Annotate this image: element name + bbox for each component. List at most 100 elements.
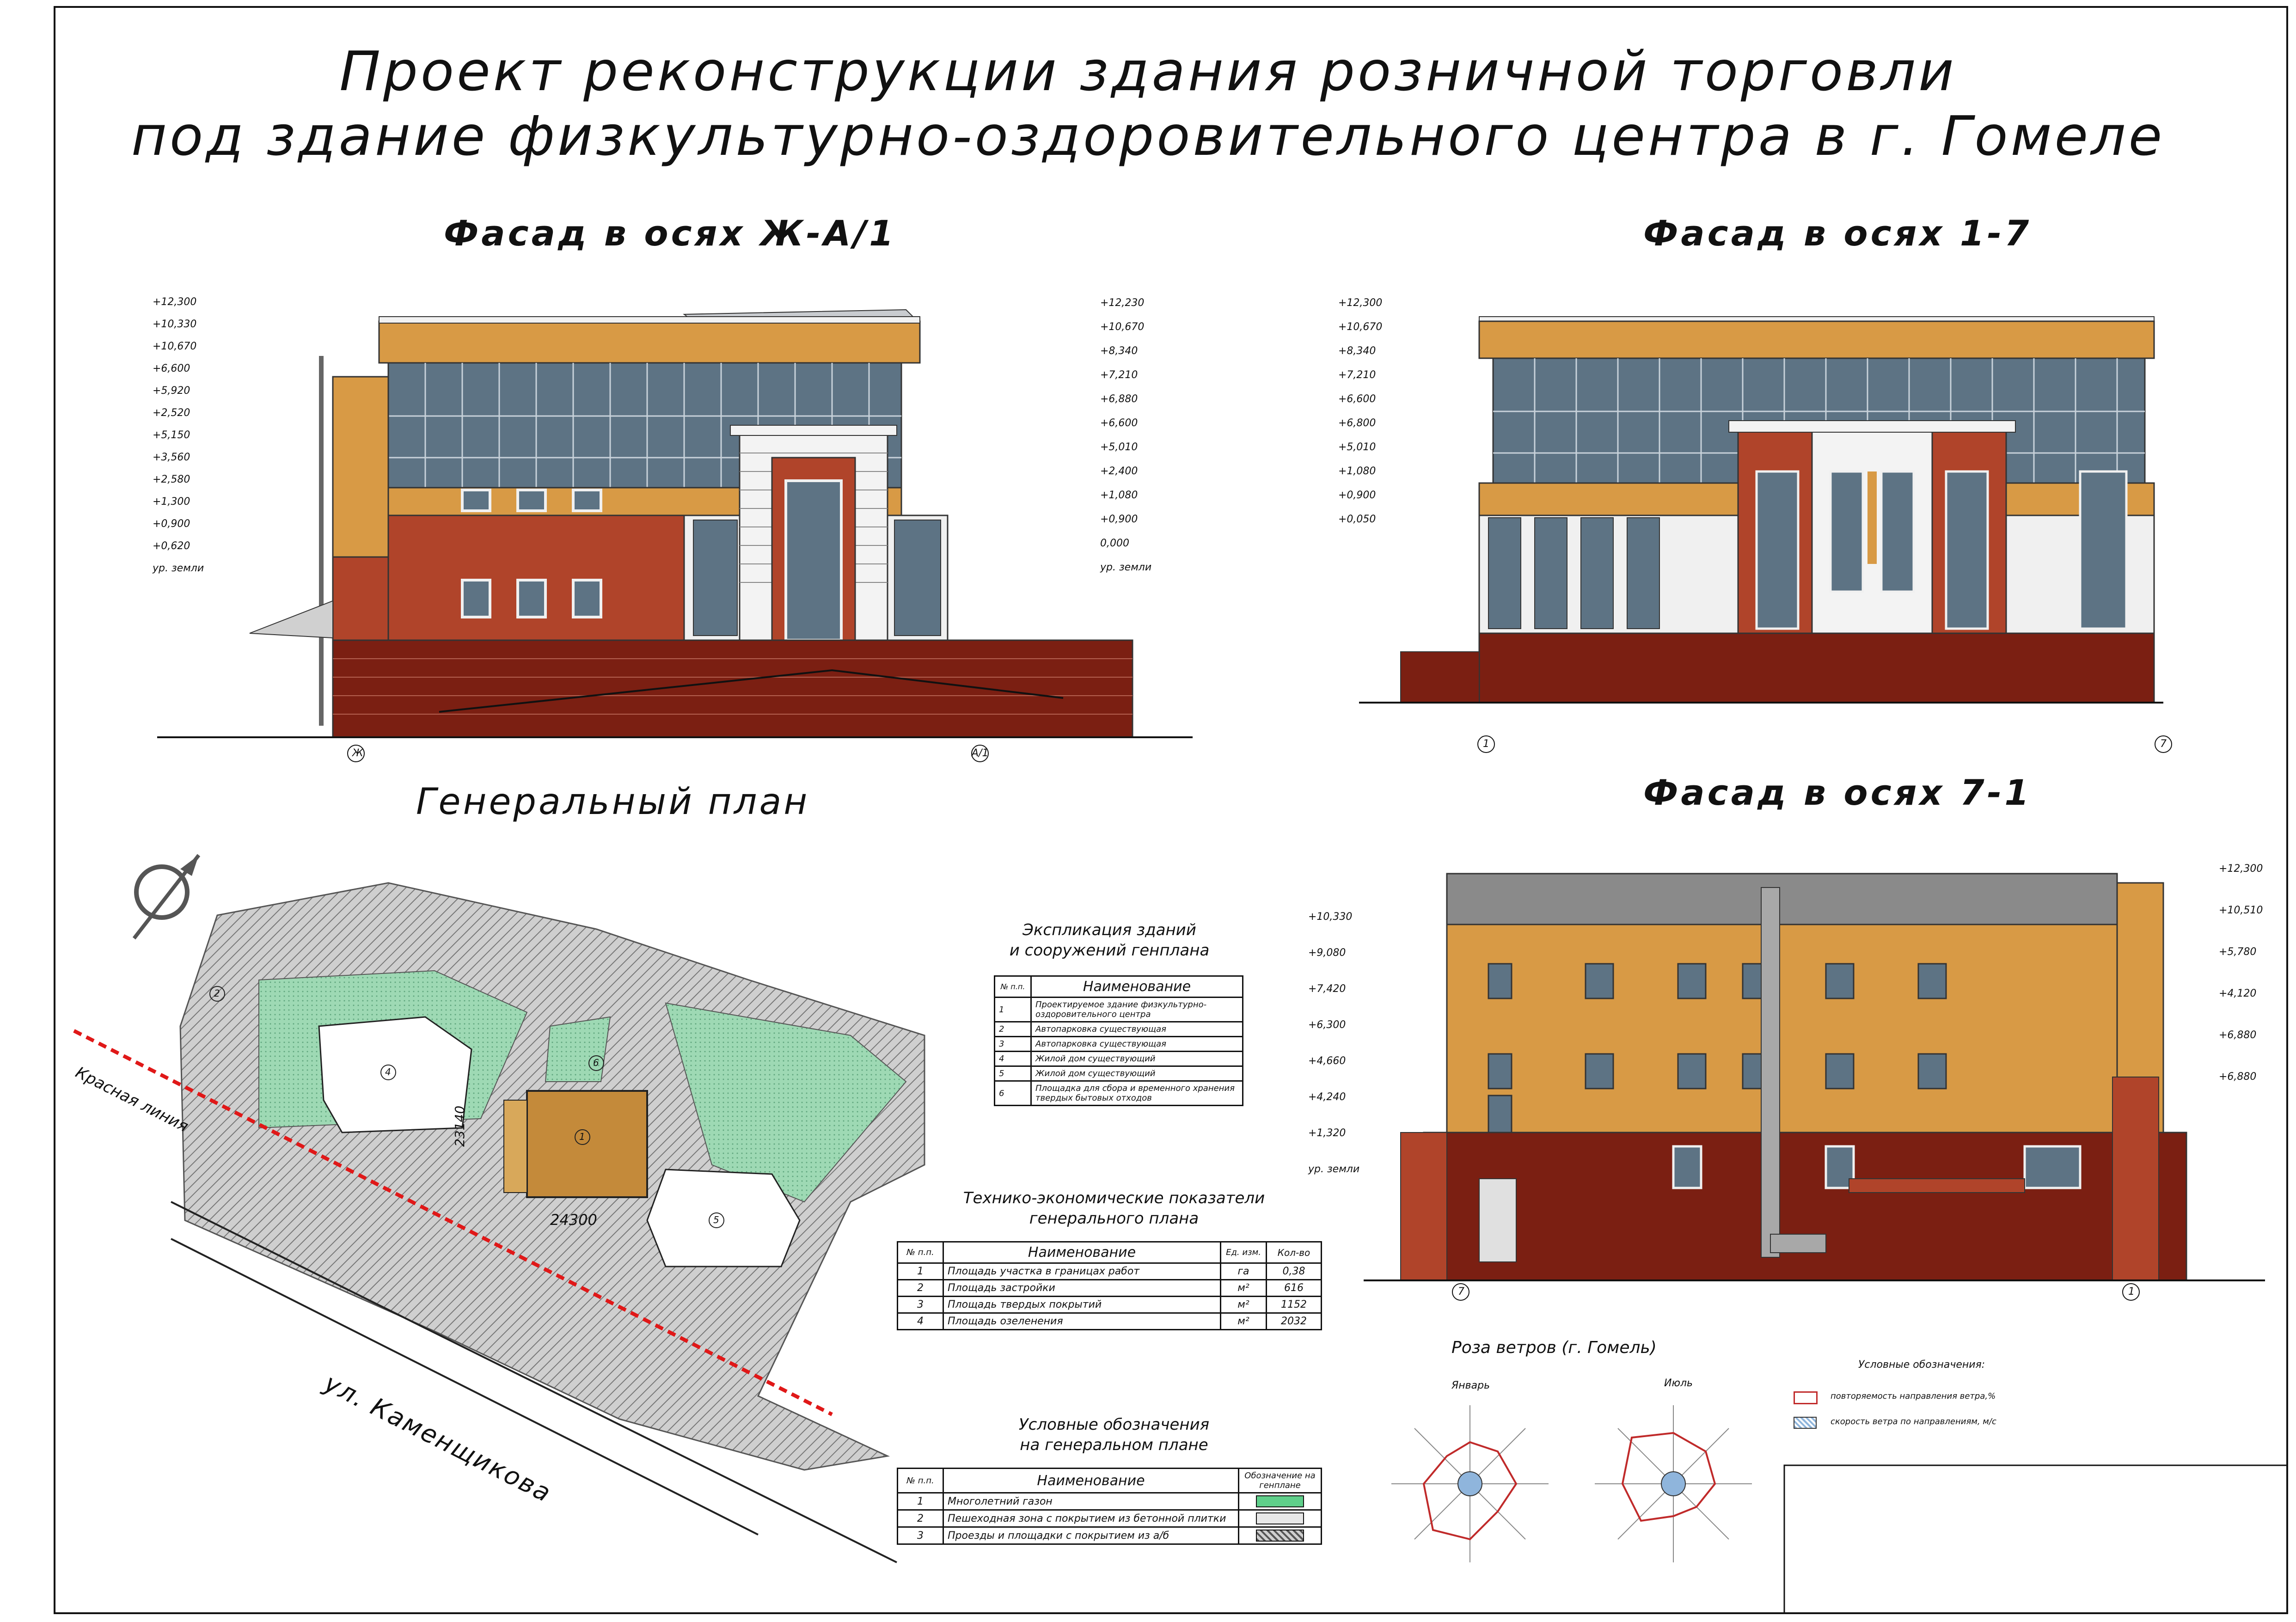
title-line-1: Проект реконструкции здания розничной то… [339, 39, 1957, 103]
level-mark: +7,210 [1100, 369, 1138, 381]
level-mark: +8,340 [1100, 345, 1138, 357]
table-header: Обозначение на генплане [1238, 1468, 1322, 1493]
cell: 616 [1266, 1279, 1322, 1297]
axis-label-7b: 7 [1458, 1286, 1464, 1298]
axis-label-7: 7 [2160, 738, 2167, 750]
tep-title-line1: Технико-экономические показатели [963, 1189, 1265, 1207]
cell: Площадь озеленения [943, 1312, 1221, 1330]
level-mark: +5,150 [153, 429, 190, 441]
level-mark: +8,340 [1338, 345, 1376, 357]
dimension-24300: 24300 [550, 1211, 597, 1229]
tep-title: Технико-экономические показатели генерал… [929, 1188, 1299, 1229]
level-mark: +10,330 [1308, 911, 1353, 923]
legend-title-line2: на генеральном плане [1020, 1436, 1208, 1454]
axis-label-1b: 1 [2128, 1286, 2135, 1298]
facade-right-levels: +12,300 +10,670 +8,340 +7,210 +6,600 +6,… [1338, 291, 1431, 532]
cell: Площадь застройки [943, 1279, 1221, 1297]
legend-swatch-road [1238, 1526, 1322, 1545]
level-mark: +6,880 [2219, 1071, 2257, 1083]
table-header: Ед. изм. [1220, 1241, 1267, 1264]
facade-bottom-drawing [1364, 873, 2265, 1301]
level-mark: +5,010 [1100, 441, 1138, 453]
north-arrow-icon [132, 854, 201, 940]
cell: 1152 [1266, 1296, 1322, 1314]
cell: 2 [994, 1021, 1032, 1037]
level-mark: +10,510 [2219, 905, 2263, 916]
table-header: Наименование [943, 1468, 1239, 1493]
level-mark: +6,300 [1308, 1019, 1346, 1031]
table-header: Наименование [943, 1241, 1221, 1264]
cell: 6 [994, 1080, 1032, 1106]
cell: 5 [994, 1065, 1032, 1082]
level-mark: +6,880 [2219, 1029, 2257, 1041]
level-mark: +4,120 [2219, 988, 2257, 999]
facade-left-title: Фасад в осях Ж-А/1 [444, 213, 896, 254]
level-mark: +5,010 [1338, 441, 1376, 453]
level-mark: +1,320 [1308, 1127, 1346, 1139]
cell: Проектируемое здание физкультурно-оздоро… [1030, 997, 1243, 1022]
level-mark: ур. земли [1308, 1163, 1360, 1175]
site-plan-title: Генеральный план [416, 781, 810, 823]
legend-swatch-lawn [1238, 1492, 1322, 1511]
cell: м² [1220, 1279, 1267, 1297]
level-mark: 0,000 [1100, 538, 1129, 549]
cell: 4 [994, 1051, 1032, 1067]
axis-label-a1: А/1 [972, 747, 989, 759]
cell: Площадь твердых покрытий [943, 1296, 1221, 1314]
site-plan-label-5: 5 [713, 1214, 719, 1225]
level-mark: +6,600 [1100, 417, 1138, 429]
cell: 1 [897, 1492, 944, 1511]
cell: Площадка для сбора и временного хранения… [1030, 1080, 1243, 1106]
wind-rose-january: Январь [1451, 1380, 1490, 1391]
cell: 1 [994, 997, 1032, 1022]
level-mark: +0,900 [153, 518, 190, 530]
level-mark: +4,240 [1308, 1091, 1346, 1103]
cell: 4 [897, 1312, 944, 1330]
cell: 3 [897, 1526, 944, 1545]
cell: Площадь участка в границах работ [943, 1262, 1221, 1280]
explication-title-line2: и сооружений генплана [1009, 941, 1210, 960]
axis-label-zh: Ж [352, 747, 363, 759]
level-mark: +3,560 [153, 452, 190, 463]
cell: Проезды и площадки с покрытием из а/б [943, 1526, 1239, 1545]
cell: 0,38 [1266, 1262, 1322, 1280]
cell: Пешеходная зона с покрытием из бетонной … [943, 1509, 1239, 1528]
table-header: № п.п. [897, 1468, 944, 1493]
facade-left-levels-right: +12,230 +10,670 +8,340 +7,210 +6,880 +6,… [1100, 291, 1193, 580]
level-mark: +7,210 [1338, 369, 1376, 381]
level-mark: +1,080 [1338, 465, 1376, 477]
level-mark: +4,660 [1308, 1055, 1346, 1067]
wind-rose-title: Роза ветров (г. Гомель) [1451, 1338, 1657, 1357]
facade-right-title: Фасад в осях 1-7 [1643, 213, 2032, 254]
level-mark: +12,300 [2219, 863, 2263, 875]
cell: м² [1220, 1296, 1267, 1314]
facade-right-drawing [1359, 316, 2172, 753]
level-mark: +2,400 [1100, 465, 1138, 477]
table-header: Наименование [1030, 975, 1243, 998]
cell: 1 [897, 1262, 944, 1280]
cell: 2 [897, 1509, 944, 1528]
facade-bottom-title: Фасад в осях 7-1 [1643, 772, 2032, 813]
site-plan-drawing [73, 854, 925, 1563]
level-mark: +7,420 [1308, 983, 1346, 995]
level-mark: +12,300 [1338, 297, 1383, 309]
cell: Жилой дом существующий [1030, 1051, 1243, 1067]
cell: Автопарковка существующая [1030, 1036, 1243, 1052]
wind-rose-legend-text-1: повторяемость направления ветра,% [1831, 1391, 1996, 1401]
level-mark: +10,330 [153, 318, 197, 330]
level-mark: +0,900 [1100, 514, 1138, 525]
level-mark: +10,670 [1338, 321, 1383, 333]
level-mark: ур. земли [153, 563, 204, 574]
cell: 2 [897, 1279, 944, 1297]
